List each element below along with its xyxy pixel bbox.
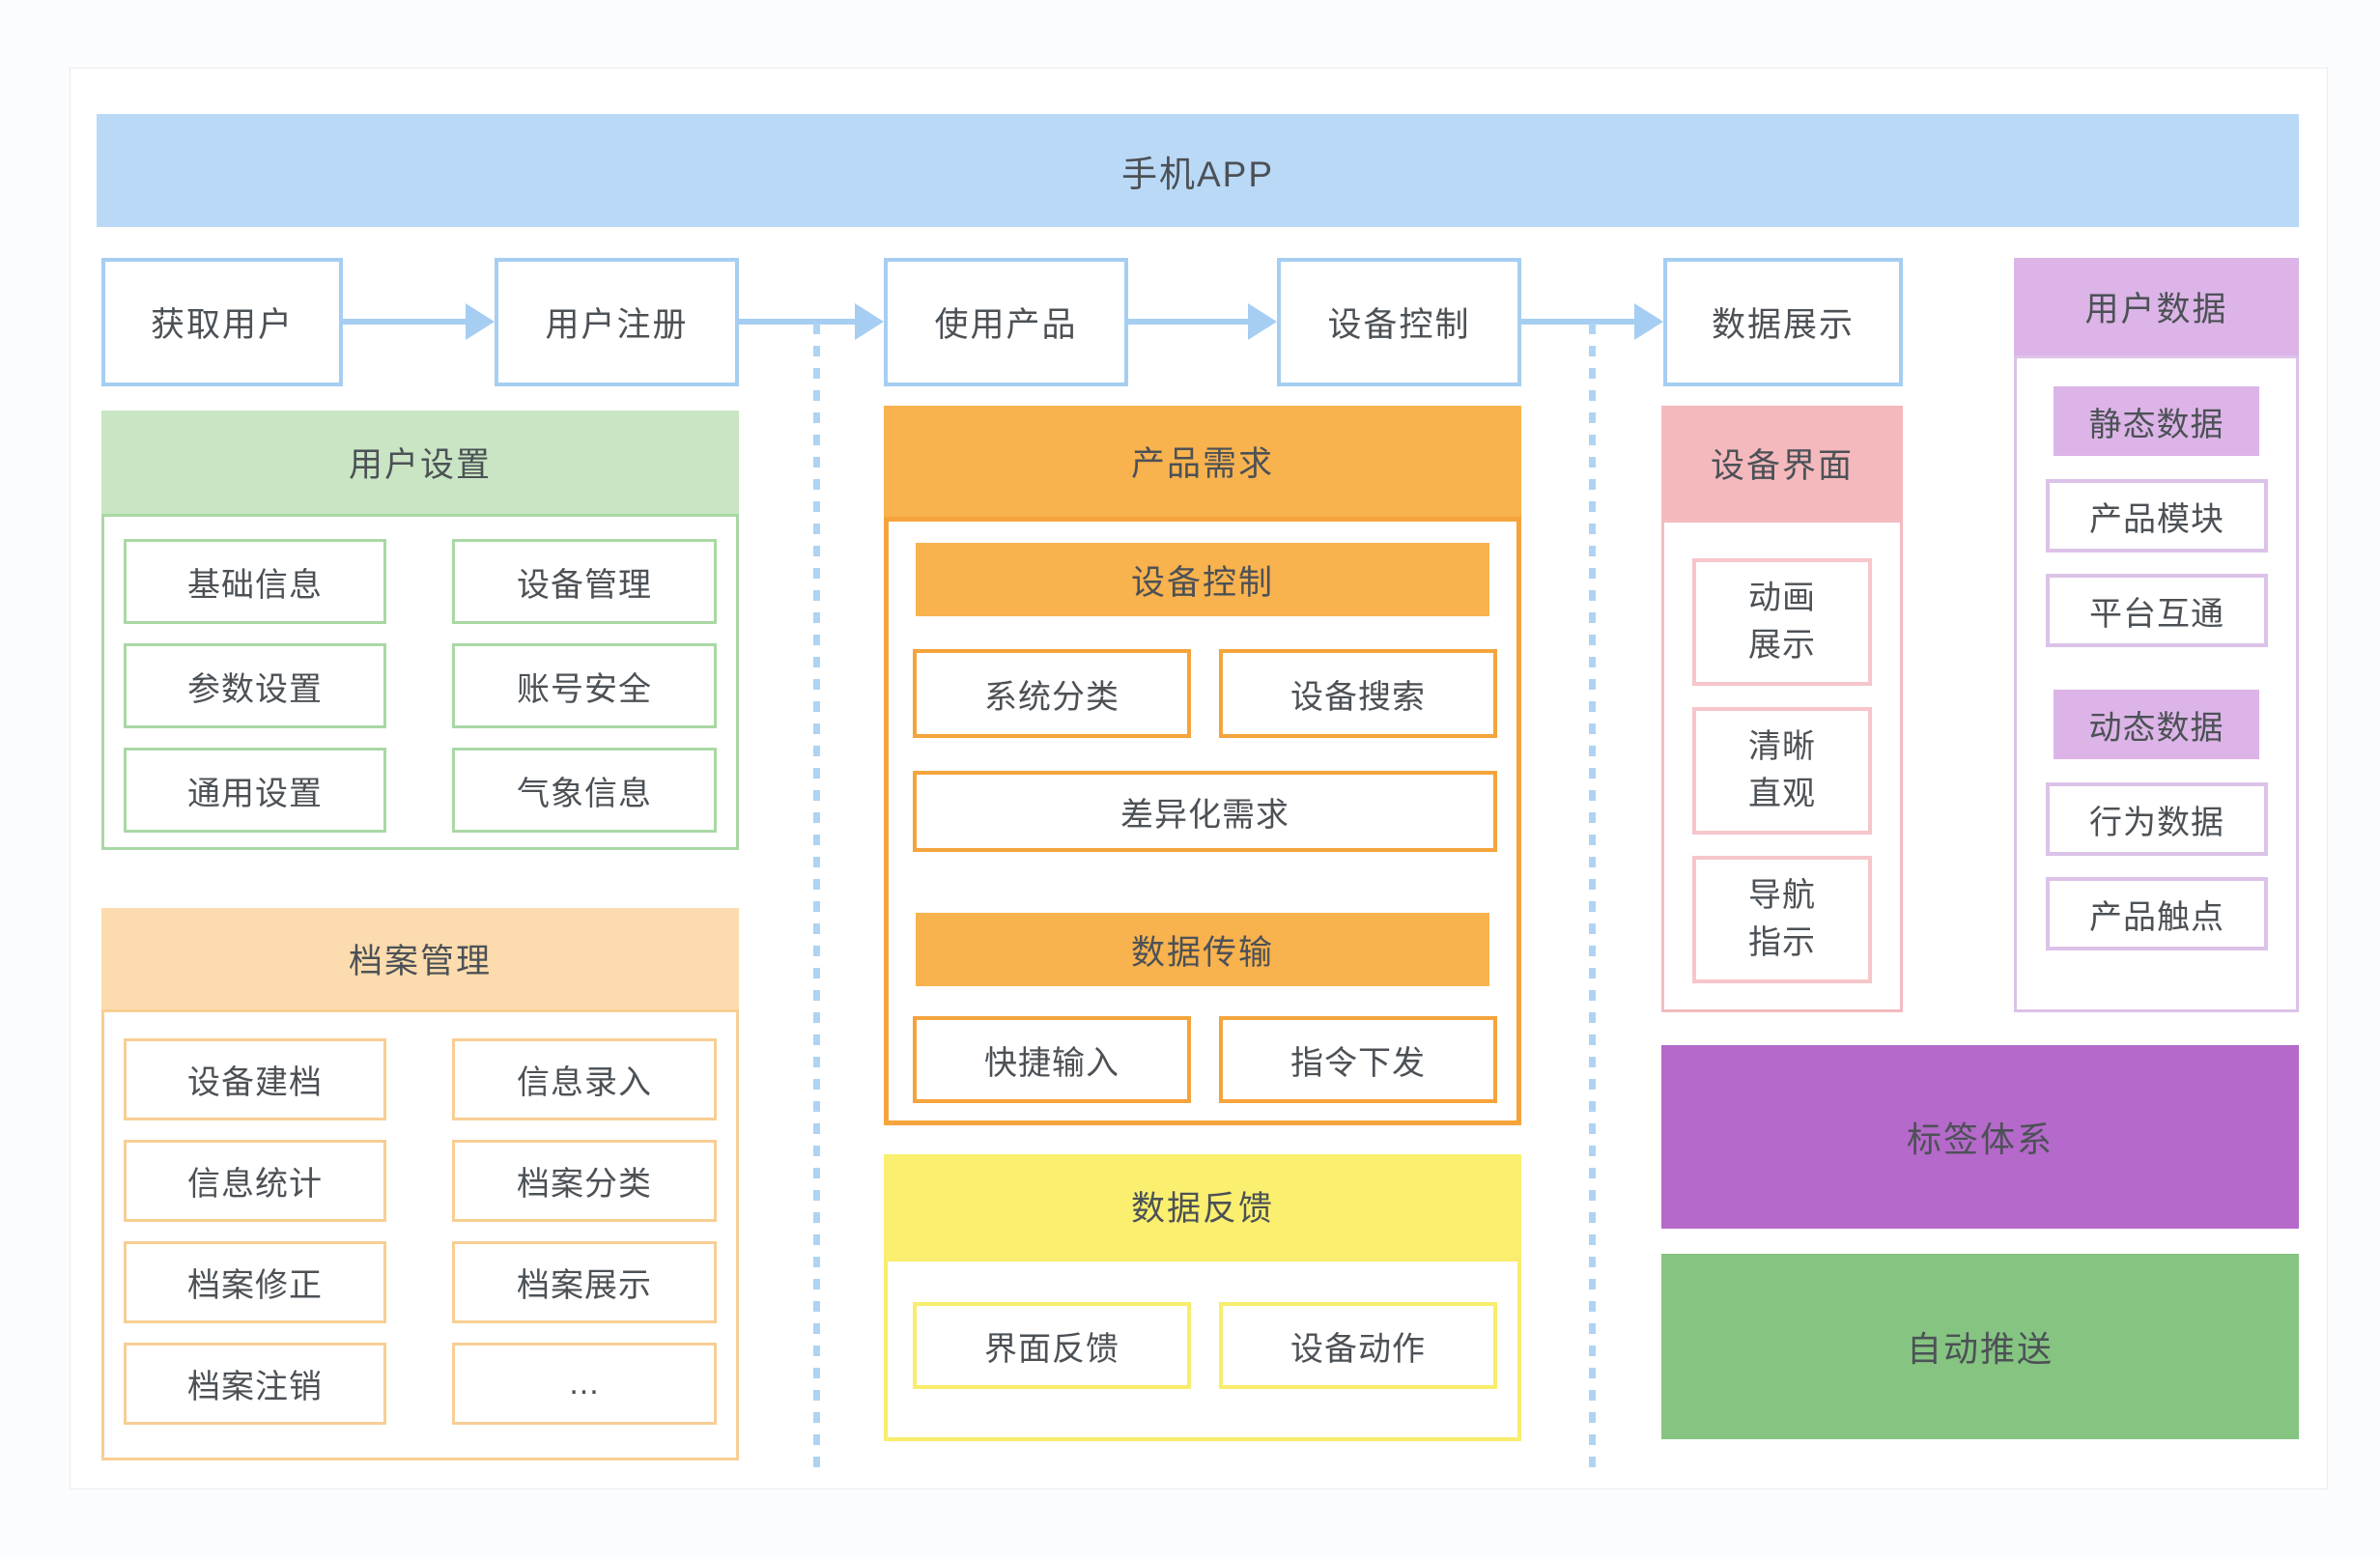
user-data-header: 用户数据	[2014, 258, 2299, 355]
flow-step-user-register: 用户注册	[495, 258, 739, 386]
item-archive-display: 档案展示	[452, 1241, 717, 1323]
item-general-settings: 通用设置	[124, 748, 386, 833]
item-product-module: 产品模块	[2046, 479, 2268, 553]
column-divider-1	[813, 324, 820, 1468]
item-device-management: 设备管理	[452, 539, 717, 624]
item-archive-more: ...	[452, 1343, 717, 1425]
auto-push-block: 自动推送	[1661, 1254, 2299, 1439]
item-param-settings: 参数设置	[124, 643, 386, 728]
user-settings-header: 用户设置	[101, 411, 739, 514]
app-banner: 手机APP	[97, 114, 2299, 227]
item-static-data: 静态数据	[2054, 386, 2259, 456]
item-device-archive: 设备建档	[124, 1038, 386, 1120]
item-archive-classify: 档案分类	[452, 1140, 717, 1222]
item-product-touchpoint: 产品触点	[2046, 877, 2268, 950]
item-info-stats: 信息统计	[124, 1140, 386, 1222]
flow-step-device-control: 设备控制	[1277, 258, 1521, 386]
product-requirements-header: 产品需求	[884, 406, 1521, 517]
flow-arrow-4	[1521, 303, 1663, 340]
item-basic-info: 基础信息	[124, 539, 386, 624]
item-device-action: 设备动作	[1219, 1302, 1497, 1389]
item-behavior-data: 行为数据	[2046, 782, 2268, 856]
flow-step-use-product: 使用产品	[884, 258, 1128, 386]
item-clear-intuitive: 清晰 直观	[1692, 707, 1872, 835]
item-ui-feedback: 界面反馈	[913, 1302, 1191, 1389]
item-device-search: 设备搜索	[1219, 649, 1497, 738]
item-quick-input: 快捷输入	[913, 1016, 1191, 1103]
flow-arrow-2	[739, 303, 884, 340]
tag-system-block: 标签体系	[1661, 1045, 2299, 1229]
flow-step-acquire-users: 获取用户	[101, 258, 343, 386]
device-interface-header: 设备界面	[1661, 406, 1903, 520]
item-animation-display: 动画 展示	[1692, 558, 1872, 686]
item-differentiated-needs: 差异化需求	[913, 771, 1497, 852]
archive-management-header: 档案管理	[101, 908, 739, 1009]
flow-arrow-3	[1128, 303, 1277, 340]
group-data-transfer-bar: 数据传输	[916, 913, 1489, 986]
item-command-send: 指令下发	[1219, 1016, 1497, 1103]
item-platform-interop: 平台互通	[2046, 574, 2268, 647]
column-divider-2	[1589, 324, 1596, 1468]
item-info-entry: 信息录入	[452, 1038, 717, 1120]
flow-step-data-display: 数据展示	[1663, 258, 1903, 386]
item-system-classify: 系统分类	[913, 649, 1191, 738]
flow-arrow-1	[343, 303, 495, 340]
group-device-control-bar: 设备控制	[916, 543, 1489, 616]
item-account-security: 账号安全	[452, 643, 717, 728]
item-archive-correct: 档案修正	[124, 1241, 386, 1323]
item-dynamic-data: 动态数据	[2054, 690, 2259, 759]
item-weather-info: 气象信息	[452, 748, 717, 833]
item-archive-cancel: 档案注销	[124, 1343, 386, 1425]
item-nav-indicator: 导航 指示	[1692, 856, 1872, 983]
data-feedback-header: 数据反馈	[884, 1154, 1521, 1258]
